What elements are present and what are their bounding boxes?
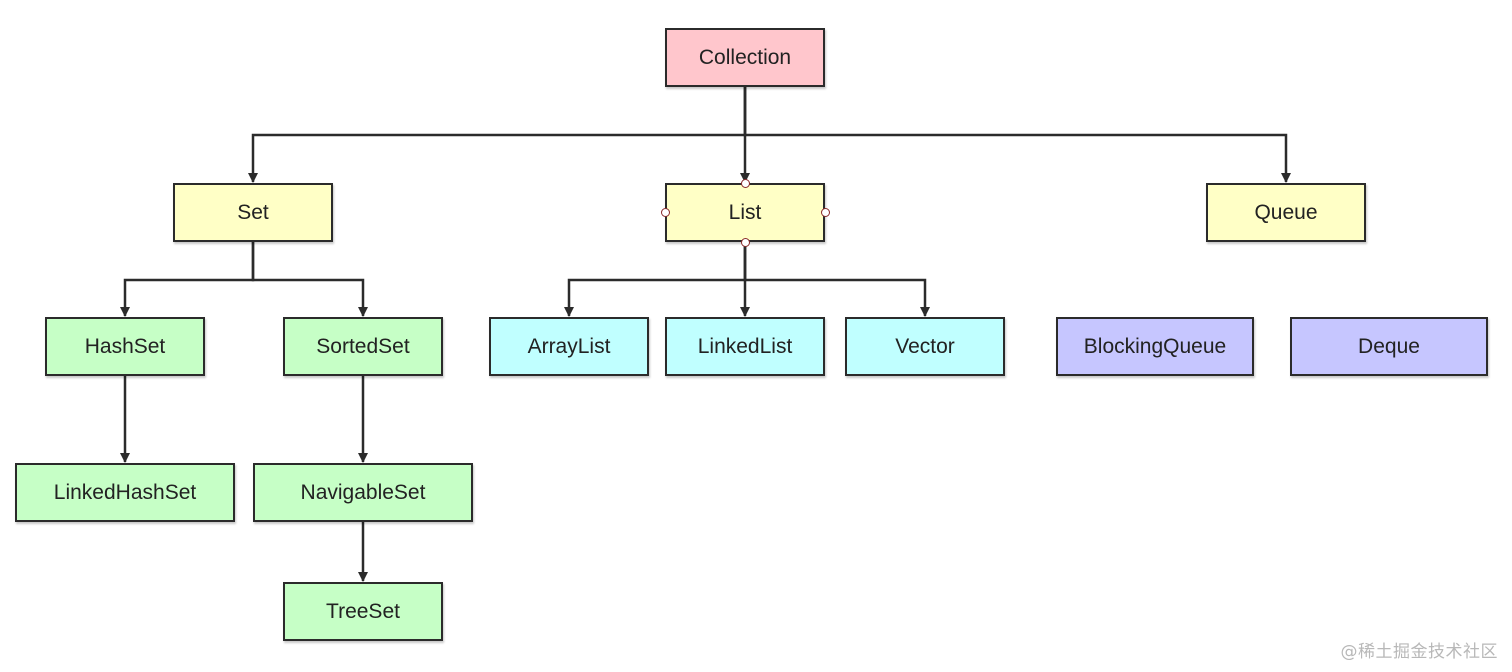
node-queue[interactable]: Queue <box>1206 183 1366 242</box>
node-hashset[interactable]: HashSet <box>45 317 205 376</box>
node-treeset[interactable]: TreeSet <box>283 582 443 641</box>
edge-collection-to-queue <box>743 87 1291 183</box>
node-blockingqueue[interactable]: BlockingQueue <box>1056 317 1254 376</box>
node-navigableset[interactable]: NavigableSet <box>253 463 473 522</box>
node-sortedset[interactable]: SortedSet <box>283 317 443 376</box>
node-collection[interactable]: Collection <box>665 28 825 87</box>
selection-handle-top[interactable] <box>740 178 750 188</box>
node-set[interactable]: Set <box>173 183 333 242</box>
node-arraylist[interactable]: ArrayList <box>489 317 649 376</box>
watermark-text: @稀土掘金技术社区 <box>1340 642 1498 662</box>
node-list[interactable]: List <box>665 183 825 242</box>
node-linkedlist[interactable]: LinkedList <box>665 317 825 376</box>
selection-handle-left[interactable] <box>660 208 670 217</box>
edge-collection-to-set <box>248 87 747 183</box>
edge-list-to-arraylist <box>564 242 747 317</box>
selection-handle-bottom[interactable] <box>740 237 750 247</box>
edge-set-to-sortedset <box>251 242 368 317</box>
selection-handle-right[interactable] <box>820 208 830 217</box>
edge-list-to-vector <box>743 242 930 317</box>
node-vector[interactable]: Vector <box>845 317 1005 376</box>
edge-set-to-hashset <box>120 242 255 317</box>
node-linkedhashset[interactable]: LinkedHashSet <box>15 463 235 522</box>
node-deque[interactable]: Deque <box>1290 317 1488 376</box>
